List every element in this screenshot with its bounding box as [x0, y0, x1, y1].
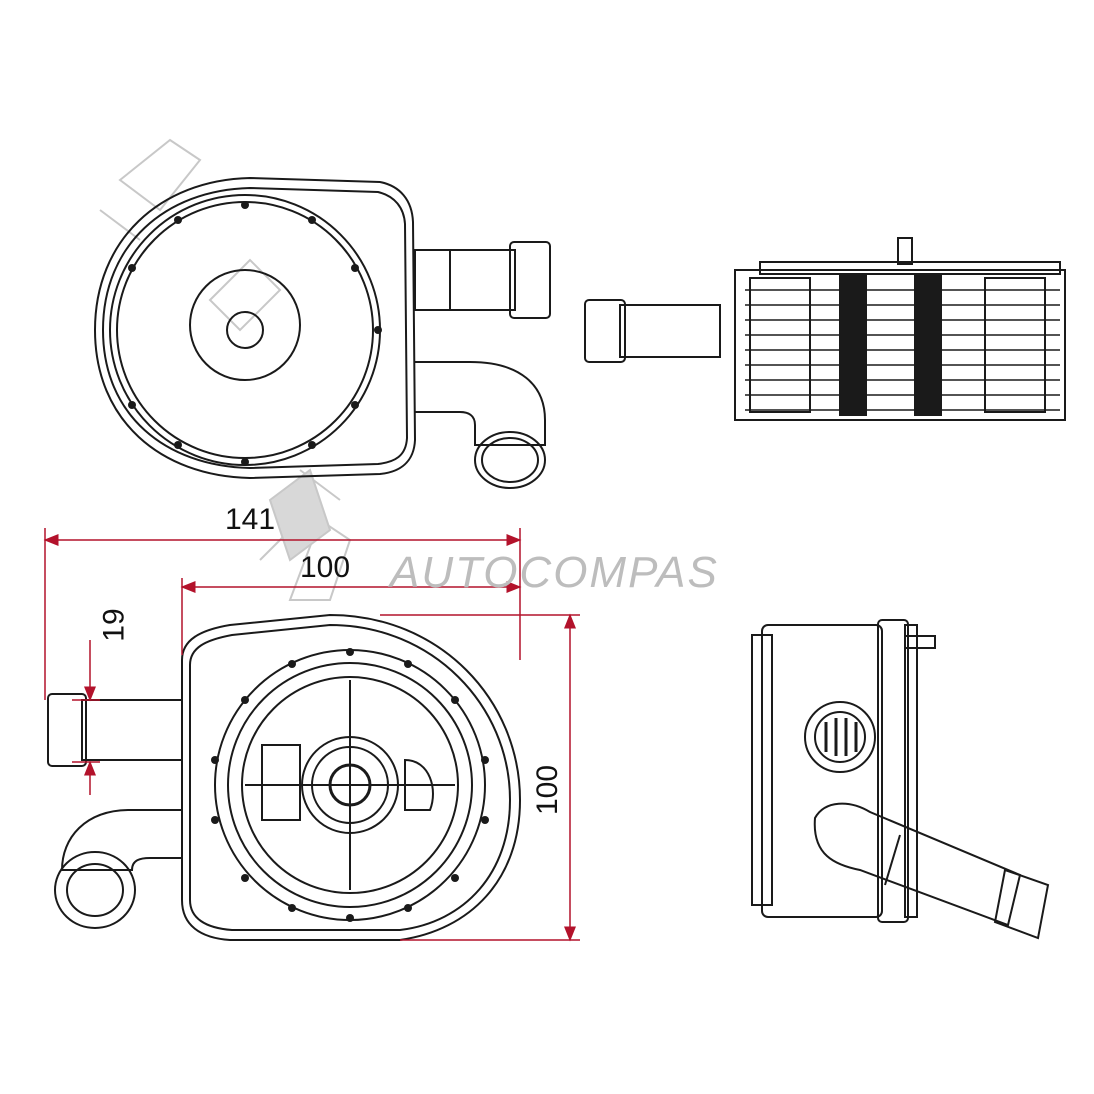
- dim-body-height: 100: [531, 764, 565, 816]
- dimension-lines: [43, 528, 580, 942]
- dim-body-width: 100: [300, 551, 351, 584]
- end-view: [751, 619, 1050, 940]
- front-view: [47, 613, 522, 941]
- dim-overall-width: 141: [225, 503, 276, 536]
- top-view: [93, 176, 551, 489]
- watermark-text: AUTOCOMPAS: [390, 548, 719, 597]
- side-view: [584, 237, 1066, 421]
- dim-pipe-height: 19: [97, 608, 131, 642]
